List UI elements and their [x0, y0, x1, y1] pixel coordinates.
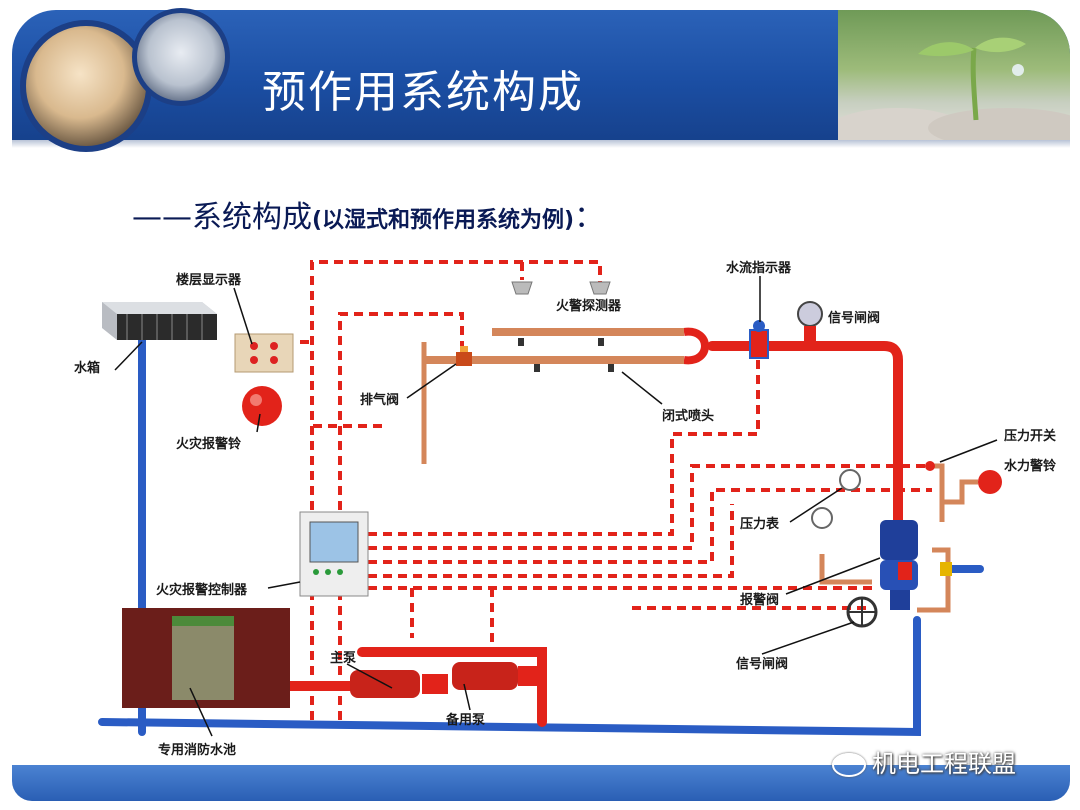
lead-standby-pump: [463, 683, 471, 711]
watermark: 机电工程联盟: [832, 744, 1016, 779]
watermark-text: 机电工程联盟: [872, 750, 1016, 778]
fire-bell-icon: [242, 386, 282, 426]
label-fire-bell: 火灾报警铃: [176, 436, 241, 452]
label-signal-valve-bottom: 信号闸阀: [736, 656, 788, 672]
lead-fire-pool: [189, 687, 213, 737]
subtitle: ——系统构成(以湿式和预作用系统为例)：: [132, 192, 604, 236]
flow-indicator-wire: [368, 354, 760, 536]
label-pressure-switch: 压力开关: [1004, 428, 1056, 444]
pressure-switch-icon: [925, 461, 935, 471]
sprout-illustration: [838, 37, 1070, 142]
alarm-valve-icon: [880, 520, 952, 610]
header-shadow: [12, 140, 1070, 148]
fire-detector-icon: [511, 281, 611, 295]
water-tank-icon: [102, 302, 217, 340]
lead-closed-sprinkler: [621, 371, 663, 405]
pressure-switch-line: [932, 463, 945, 522]
system-diagram-svg: .wire { stroke:#e2231a; stroke-width:4; …: [74, 260, 1056, 758]
lead-pressure-gauge: [789, 487, 843, 523]
pipe-loop: [683, 327, 709, 365]
signal-valve-top-icon: [797, 301, 823, 350]
chat-bubble-icon: [832, 753, 866, 777]
detector-wire-top: [310, 260, 602, 720]
page-title: 预作用系统构成: [262, 67, 584, 118]
signal-wire-3: [368, 488, 932, 564]
floor-display-icon: [234, 333, 294, 373]
fire-controller-icon: [299, 511, 369, 597]
trim-line: [917, 547, 951, 613]
label-water-gong: 水力警铃: [1004, 458, 1056, 474]
business-photo-large: [20, 20, 152, 152]
gong-line: [942, 479, 978, 505]
label-fire-pool: 专用消防水池: [158, 742, 236, 758]
closed-sprinkler-icon: [518, 338, 614, 372]
label-fire-detector: 火警探测器: [556, 298, 622, 314]
riser-pipe: [707, 341, 903, 537]
pressure-gauge-icon-lower: [811, 507, 833, 529]
business-photo-small: [132, 8, 230, 106]
pressure-switch-wire: [368, 464, 932, 550]
standby-pump-icon: [452, 662, 542, 690]
label-alarm-valve: 报警阀: [740, 592, 779, 608]
signal-wire-4: [368, 504, 734, 578]
label-floor-display: 楼层显示器: [176, 272, 242, 288]
lead-main-pump: [346, 663, 393, 689]
subtitle-dash: ——: [132, 200, 192, 235]
fire-pool-icon: [122, 608, 290, 708]
label-main-pump: 主泵: [330, 650, 356, 666]
label-exhaust-valve: 排气阀: [360, 392, 399, 408]
label-closed-sprinkler: 闭式喷头: [662, 408, 714, 424]
lead-signal-valve-bottom: [761, 621, 855, 655]
flow-indicator-icon: [749, 320, 769, 359]
label-pressure-gauge: 压力表: [740, 516, 780, 532]
lead-water-tank: [114, 341, 143, 371]
sprout-photo: [838, 10, 1070, 142]
signal-valve-bottom-icon: [846, 596, 878, 628]
water-gong-icon: [978, 470, 1002, 494]
lead-pressure-switch: [939, 439, 998, 463]
label-water-tank: 水箱: [74, 360, 100, 376]
subtitle-paren: (以湿式和预作用系统为例): [312, 208, 575, 233]
main-supply-pipe: [98, 616, 921, 737]
pressure-gauge-icon-upper: [839, 469, 861, 491]
system-diagram: .wire { stroke:#e2231a; stroke-width:4; …: [72, 242, 1080, 762]
lead-exhaust-valve: [406, 363, 457, 399]
label-fire-controller: 火灾报警控制器: [156, 582, 248, 598]
footer-bar: [12, 765, 1070, 801]
label-signal-valve-top: 信号闸阀: [828, 310, 880, 326]
subtitle-main: 系统构成: [192, 200, 312, 235]
subtitle-colon: ：: [574, 200, 605, 235]
lead-alarm-valve: [785, 557, 881, 595]
gauge-line: [819, 554, 872, 585]
label-flow-indicator: 水流指示器: [726, 260, 792, 276]
pump-discharge-pipe: [357, 647, 547, 727]
label-standby-pump: 备用泵: [445, 712, 485, 728]
lead-fire-controller: [267, 581, 301, 589]
exhaust-valve-icon: [456, 346, 472, 366]
lead-fire-bell: [256, 413, 261, 433]
lead-floor-display: [233, 287, 253, 345]
